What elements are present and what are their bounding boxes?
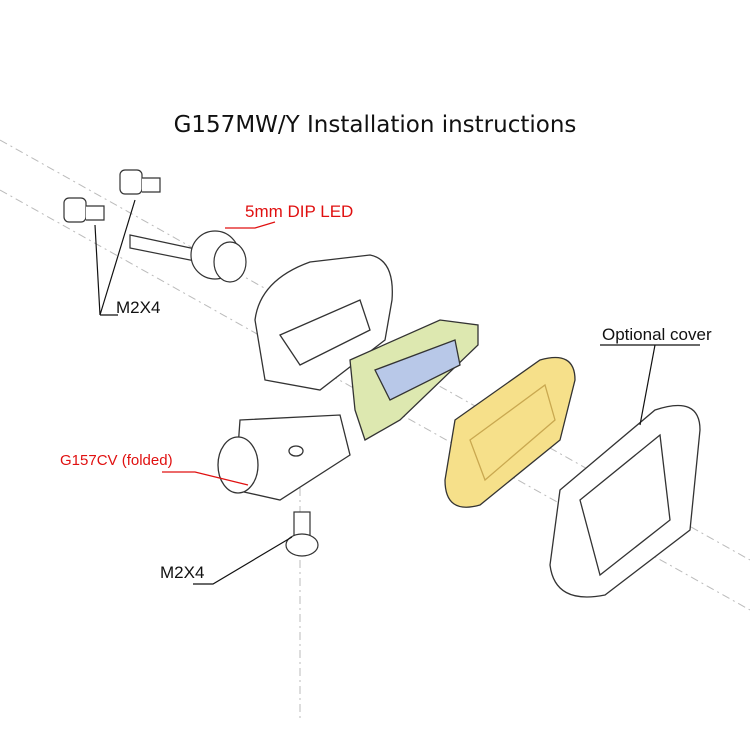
screw-bottom — [285, 511, 319, 557]
screw-top-1 — [119, 169, 161, 195]
folded-label: G157CV (folded) — [60, 452, 173, 469]
optional-cover — [549, 404, 701, 598]
g157cv-folded — [217, 414, 351, 501]
led-part — [129, 230, 247, 283]
optional-cover-label: Optional cover — [602, 325, 712, 344]
screws-top-label: M2X4 — [116, 298, 161, 317]
lens — [444, 356, 576, 508]
screw-bottom-label: M2X4 — [160, 563, 205, 582]
page-title: G157MW/Y Installation instructions — [173, 112, 577, 138]
led-label: 5mm DIP LED — [245, 202, 354, 221]
leader-lines — [94, 199, 700, 585]
pcb-bracket — [349, 319, 479, 441]
screw-top-2 — [63, 197, 105, 223]
